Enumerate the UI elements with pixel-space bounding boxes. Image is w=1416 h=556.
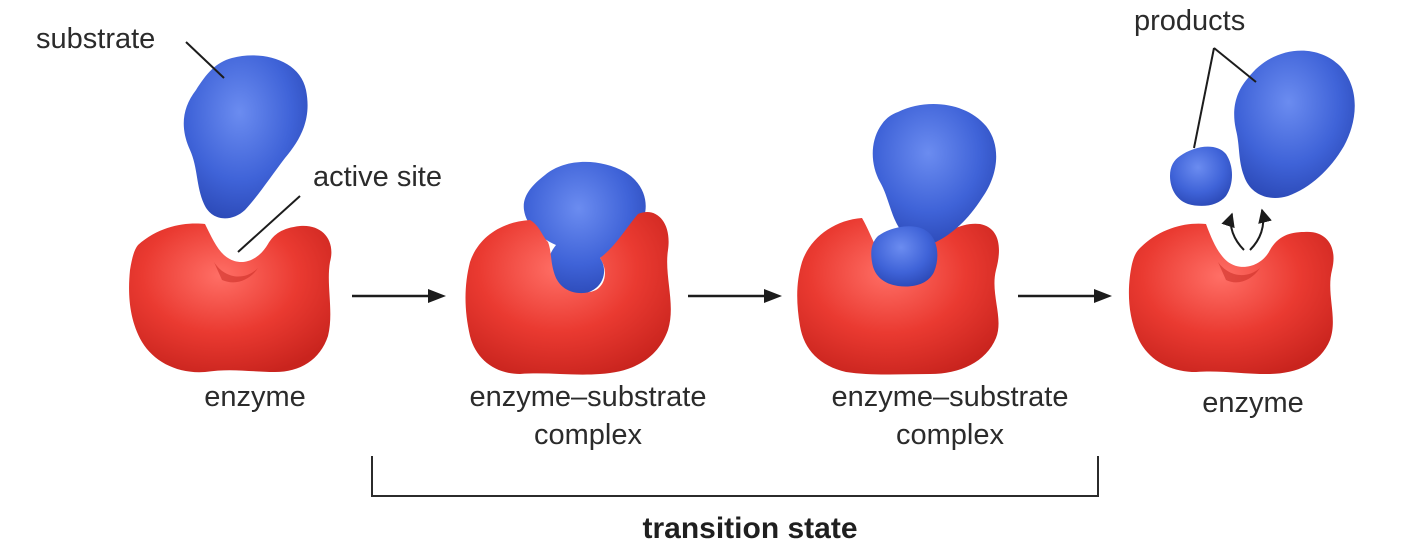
product-large [1234,50,1355,198]
stage-2-label-line2: complex [534,419,642,451]
active-site-pocket [214,262,258,283]
enzyme-shape-4 [1128,223,1334,374]
enzyme-shape-3 [797,218,999,375]
stage-2 [465,161,671,375]
stage-3-label-line2: complex [896,419,1004,451]
active-site-label: active site [313,161,442,193]
substrate-shape [183,55,308,219]
transition-state-label: transition state [642,512,857,545]
process-arrow-3-head [1094,289,1112,303]
active-site-leader [237,195,301,253]
stage-1-label: enzyme [204,381,306,413]
substrate-label: substrate [36,23,155,55]
stage-3-label-line1: enzyme–substrate [832,381,1069,413]
stage-2-label-line1: enzyme–substrate [470,381,707,413]
release-arrow-left [1221,212,1245,251]
stage-3 [797,103,999,375]
substrate-small [871,226,938,287]
products-label: products [1134,5,1245,37]
substrate-leader [185,41,225,79]
stage-4 [1128,50,1355,374]
substrate-large [872,103,997,245]
transition-state-bracket [371,456,1099,497]
release-arrow-right [1249,208,1272,251]
enzyme-pocket-4 [1218,262,1260,283]
stage-4-label: enzyme [1202,387,1304,419]
products-leader-small [1193,47,1215,149]
substrate-shape-2 [523,161,646,296]
process-arrow-2-head [764,289,782,303]
process-arrow-1-head [428,289,446,303]
stage-1 [129,55,332,373]
enzyme-shape-2 [465,211,671,375]
product-small [1170,146,1232,206]
products-leader-large [1213,47,1257,83]
enzyme-shape [129,223,332,373]
